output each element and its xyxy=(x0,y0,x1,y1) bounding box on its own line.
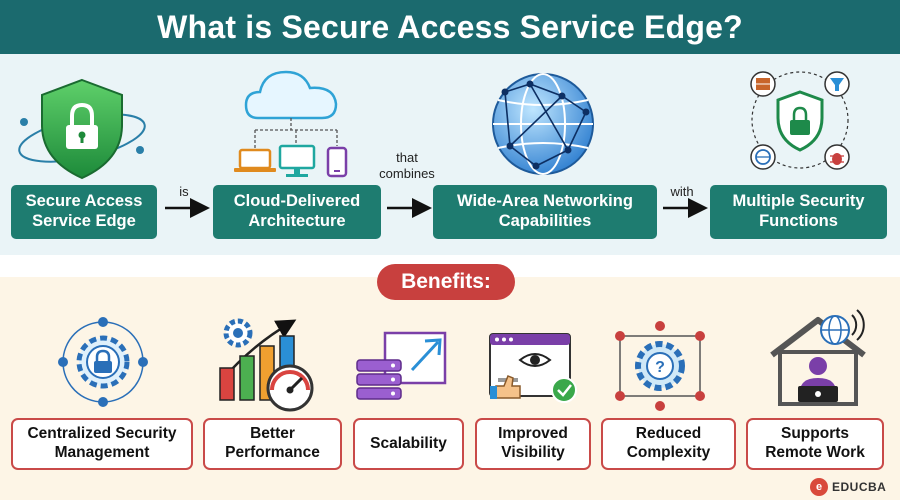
title-bar: What is Secure Access Service Edge? xyxy=(0,0,900,54)
flow-node-cloud-architecture: Cloud-Delivered Architecture xyxy=(213,185,381,239)
educba-logo-mark: e xyxy=(810,478,828,496)
browser-eye-icon xyxy=(489,333,577,403)
gear-lock-icon xyxy=(58,317,148,407)
connector-that-combines: that combines xyxy=(379,150,435,182)
benefit-improved-visibility: Improved Visibility xyxy=(475,418,591,470)
server-expand-icon xyxy=(356,331,447,400)
bar-chart-gauge-icon xyxy=(219,318,314,412)
flow-node-sase: Secure Access Service Edge xyxy=(11,185,157,239)
flow-node-security-functions: Multiple Security Functions xyxy=(710,185,887,239)
svg-text:?: ? xyxy=(655,359,665,376)
cloud-devices-icon xyxy=(234,70,348,178)
gear-question-icon: ? xyxy=(615,321,705,411)
security-functions-icon xyxy=(750,71,850,170)
benefit-centralized-security: Centralized Security Management xyxy=(11,418,193,470)
benefits-heading: Benefits: xyxy=(377,264,515,300)
benefit-scalability: Scalability xyxy=(353,418,464,470)
educba-logo-text: EDUCBA xyxy=(832,480,887,494)
benefit-better-performance: Better Performance xyxy=(203,418,342,470)
educba-logo: e EDUCBA xyxy=(810,477,886,497)
shield-lock-icon xyxy=(18,78,146,180)
flow-node-wan-capabilities: Wide-Area Networking Capabilities xyxy=(433,185,657,239)
page-title: What is Secure Access Service Edge? xyxy=(157,8,743,45)
benefit-remote-work: Supports Remote Work xyxy=(746,418,884,470)
home-laptop-icon xyxy=(770,309,866,406)
globe-network-icon xyxy=(492,73,594,175)
connector-is: is xyxy=(179,184,189,199)
benefit-reduced-complexity: Reduced Complexity xyxy=(601,418,736,470)
connector-with: with xyxy=(670,184,694,199)
